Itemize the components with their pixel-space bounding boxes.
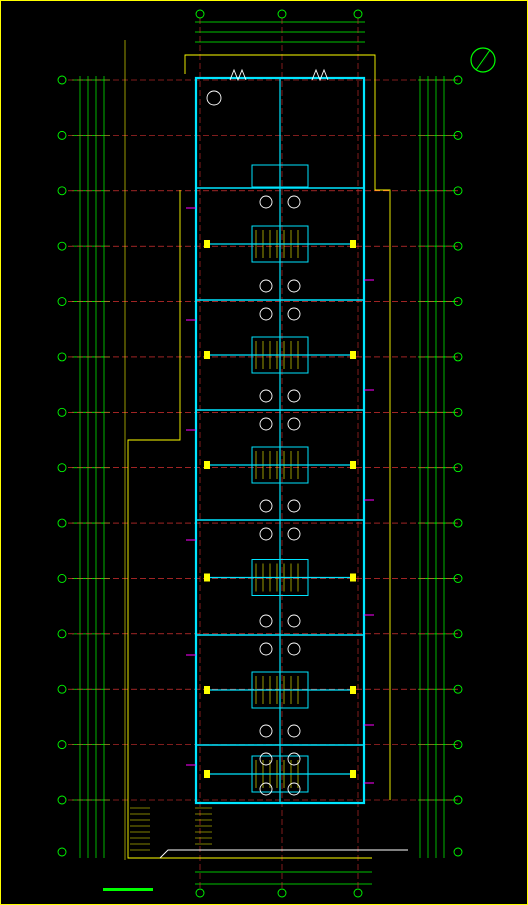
grid-bubbles xyxy=(57,9,463,898)
unit-tag-circle xyxy=(287,389,301,403)
fixture xyxy=(350,686,356,694)
unit-tag-circle xyxy=(287,307,301,321)
unit-tag-circle xyxy=(259,724,273,738)
unit-tag-circle xyxy=(259,417,273,431)
grid-bubble-right xyxy=(453,740,463,750)
grid-bubble-bottom xyxy=(277,888,287,898)
unit-tag-circle xyxy=(287,279,301,293)
fixture xyxy=(204,686,210,694)
unit-tag-circle xyxy=(259,195,273,209)
unit-tag-circle xyxy=(259,642,273,656)
building-walls xyxy=(194,76,366,805)
grid-bubble-right xyxy=(453,629,463,639)
room-tag-circle xyxy=(206,90,222,106)
unit-tag-circle xyxy=(287,195,301,209)
fixture xyxy=(350,351,356,359)
grid-bubble-right xyxy=(453,684,463,694)
unit-tag-circle xyxy=(287,527,301,541)
grid-bubble-left xyxy=(57,574,67,583)
unit-tag-circle xyxy=(259,307,273,321)
unit-tag-circle xyxy=(259,527,273,541)
unit-tag-circle xyxy=(259,782,273,796)
grid-bubble-right xyxy=(453,75,463,85)
grid-bubble-right xyxy=(453,574,463,583)
grid-bubble-left xyxy=(57,740,67,750)
fixture xyxy=(350,573,356,582)
grid-bubble-right xyxy=(453,130,463,140)
unit-tag-circle xyxy=(259,279,273,293)
grid-bubble-top xyxy=(353,9,363,19)
grid-bubble-left xyxy=(57,847,67,857)
unit-tag-circle xyxy=(287,642,301,656)
grid-bubble-top xyxy=(195,9,205,19)
gas-meter-icon xyxy=(311,68,329,82)
unit-tag-circle xyxy=(259,752,273,766)
unit-tag-circle xyxy=(287,752,301,766)
unit-tag-circle xyxy=(259,614,273,628)
unit-tag-circle xyxy=(287,499,301,513)
grid-bubble-top xyxy=(277,9,287,19)
rooms xyxy=(159,68,408,859)
scale-bar xyxy=(103,888,153,891)
grid-bubble-right xyxy=(453,847,463,857)
grid-bubble-left xyxy=(57,518,67,528)
unit-tag-circle xyxy=(287,417,301,431)
grid-bubble-left xyxy=(57,407,67,417)
fixture xyxy=(204,770,210,778)
grid-bubble-right xyxy=(453,297,463,306)
fixture xyxy=(350,770,356,778)
unit-tag-circle xyxy=(287,614,301,628)
fixture xyxy=(204,240,210,248)
gas-meter-icon xyxy=(229,68,247,82)
fixture xyxy=(350,461,356,469)
grid-bubble-right xyxy=(453,186,463,196)
grid-bubble-right xyxy=(453,407,463,417)
grid-bubble-right xyxy=(453,518,463,528)
fixture xyxy=(204,351,210,359)
grid-bubble-bottom xyxy=(353,888,363,898)
unit-tag-circle xyxy=(287,724,301,738)
outline-yellow xyxy=(184,54,391,800)
grid-bubble-left xyxy=(57,684,67,694)
grid-bubble-left xyxy=(57,297,67,306)
gas-line xyxy=(159,849,408,859)
grid-bubble-right xyxy=(453,795,463,805)
outline-yellow xyxy=(127,190,372,859)
grid-bubble-right xyxy=(453,352,463,362)
structure-lines xyxy=(124,40,391,860)
unit-tag-circle xyxy=(287,782,301,796)
north-arrow-icon xyxy=(470,47,496,73)
lobby-core xyxy=(251,164,309,188)
grid-bubble-left xyxy=(57,795,67,805)
grid-bubble-left xyxy=(57,241,67,251)
fixture xyxy=(350,240,356,248)
grid-bubble-right xyxy=(453,241,463,251)
grid-bubble-right xyxy=(453,463,463,473)
grid-bubble-left xyxy=(57,130,67,140)
grid-bubble-left xyxy=(57,186,67,196)
grid-bubble-left xyxy=(57,463,67,473)
grid-bubble-bottom xyxy=(195,888,205,898)
grid-bubble-left xyxy=(57,352,67,362)
grid-bubble-left xyxy=(57,629,67,639)
fixture xyxy=(204,573,210,582)
unit-tag-circle xyxy=(259,499,273,513)
unit-tag-circle xyxy=(259,389,273,403)
grid-bubble-left xyxy=(57,75,67,85)
fixture xyxy=(204,461,210,469)
